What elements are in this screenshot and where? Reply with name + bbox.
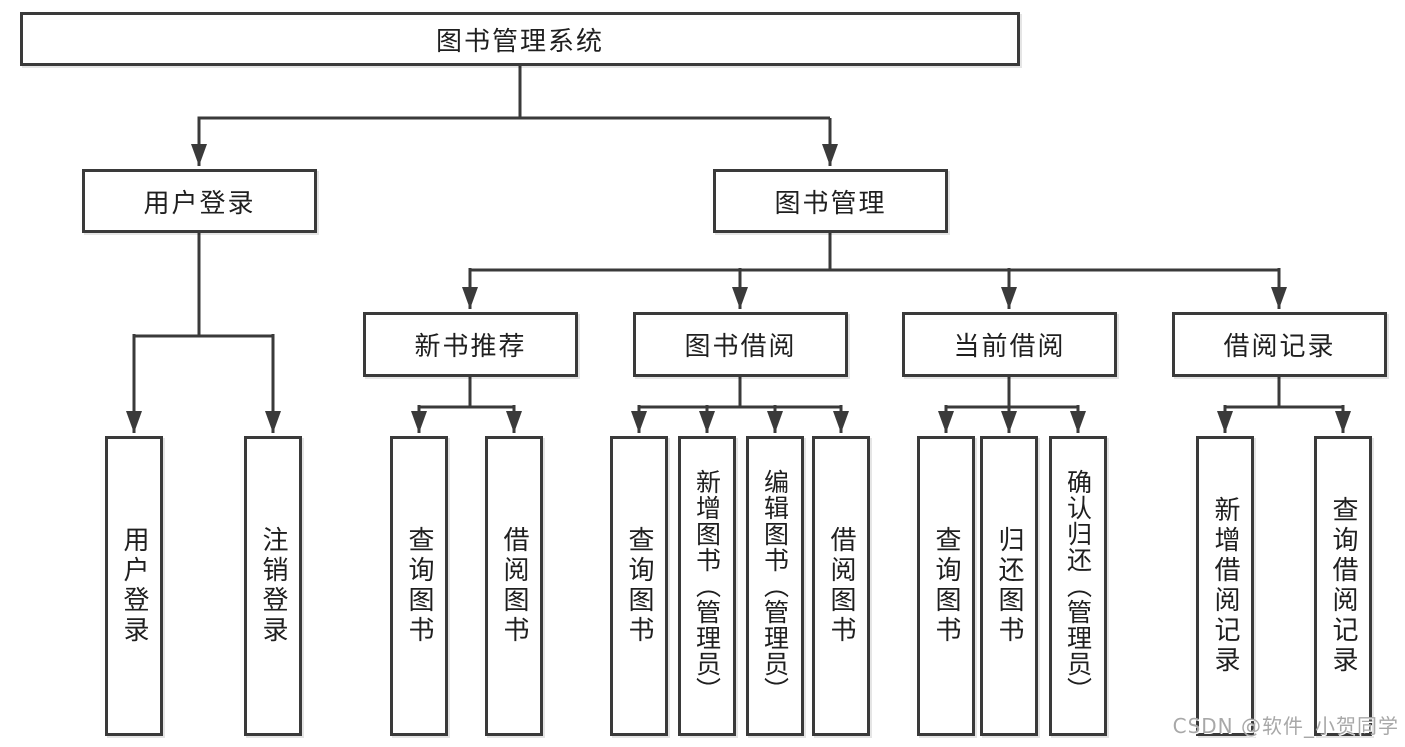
node-label: 借阅记录: [1223, 332, 1336, 362]
leaf-user-login: 用户登录: [105, 436, 163, 736]
leaf-logout-login: 注销登录: [244, 436, 302, 736]
node-label: 归还图书: [994, 526, 1024, 646]
leaf-return-book: 归还图书: [980, 436, 1038, 736]
node-label: 查询图书: [931, 526, 961, 646]
node-label: 编辑图书（管理员）: [760, 469, 790, 703]
node-user-login: 用户登录: [82, 169, 317, 233]
node-label: 查询借阅记录: [1328, 496, 1358, 676]
node-label: 新增图书（管理员）: [692, 469, 722, 703]
node-borrowing-records: 借阅记录: [1172, 312, 1387, 377]
leaf-query-borrowing-record: 查询借阅记录: [1314, 436, 1372, 736]
node-label: 查询图书: [624, 526, 654, 646]
node-label: 借阅图书: [499, 526, 529, 646]
leaf-borrow-books-recommend: 借阅图书: [485, 436, 543, 736]
node-label: 借阅图书: [826, 526, 856, 646]
leaf-query-books-current: 查询图书: [917, 436, 975, 736]
leaf-confirm-return-admin: 确认归还（管理员）: [1049, 436, 1107, 736]
node-label: 图书管理: [774, 188, 887, 219]
leaf-query-books-recommend: 查询图书: [390, 436, 448, 736]
node-new-book-recommendation: 新书推荐: [363, 312, 578, 377]
leaf-query-books-borrowing: 查询图书: [610, 436, 668, 736]
node-book-management: 图书管理: [713, 169, 948, 233]
node-library-management-system: 图书管理系统: [20, 12, 1020, 66]
node-book-borrowing: 图书借阅: [633, 312, 848, 377]
leaf-edit-book-admin: 编辑图书（管理员）: [746, 436, 804, 736]
leaf-add-borrowing-record: 新增借阅记录: [1196, 436, 1254, 736]
node-label: 用户登录: [143, 188, 256, 219]
node-current-borrowing: 当前借阅: [902, 312, 1117, 377]
node-label: 查询图书: [404, 526, 434, 646]
leaf-borrow-books: 借阅图书: [812, 436, 870, 736]
node-label: 图书借阅: [684, 332, 797, 362]
node-label: 当前借阅: [953, 332, 1066, 362]
node-label: 新书推荐: [414, 332, 527, 362]
node-label: 新增借阅记录: [1210, 496, 1240, 676]
leaf-add-book-admin: 新增图书（管理员）: [678, 436, 736, 736]
csdn-watermark: CSDN @软件_小贺同学: [1172, 714, 1399, 738]
node-label: 图书管理系统: [435, 26, 604, 57]
node-label: 确认归还（管理员）: [1063, 469, 1093, 703]
node-label: 注销登录: [258, 526, 288, 646]
node-label: 用户登录: [119, 526, 149, 646]
